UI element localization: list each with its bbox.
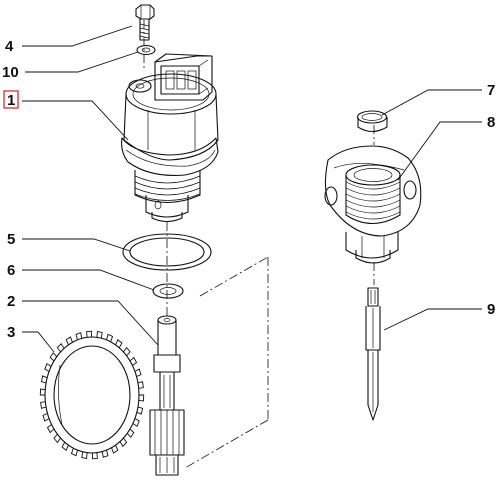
seal-cap-part-7[interactable] [356, 110, 388, 133]
callout-highlight-box [3, 90, 19, 109]
gear-tooth [56, 343, 65, 353]
leader-line-6 [22, 269, 155, 291]
o-ring-part-5[interactable] [122, 233, 212, 271]
leader-line-3 [22, 331, 55, 353]
speed-sensor-part-1[interactable] [121, 53, 219, 223]
gear-tooth [39, 388, 46, 396]
callout-label-7: 7 [487, 82, 495, 99]
leader-line-2 [22, 300, 159, 346]
adapter-housing-part-8[interactable] [324, 145, 422, 264]
callout-label-8: 8 [487, 114, 495, 131]
gear-tooth [126, 428, 135, 438]
gear-ring-part-3[interactable] [39, 330, 145, 460]
callout-label-4: 4 [5, 38, 14, 55]
leader-line-10 [25, 51, 139, 73]
pin-shaft-part-9[interactable] [365, 287, 381, 421]
gear-tooth [119, 437, 128, 447]
callout-2[interactable]: 2 [7, 293, 159, 346]
callout-7[interactable]: 7 [381, 82, 495, 116]
callout-9[interactable]: 9 [383, 301, 495, 331]
callout-label-9: 9 [487, 301, 495, 318]
gear-tooth [138, 394, 145, 402]
gear-tooth [137, 381, 144, 389]
callout-6[interactable]: 6 [7, 262, 155, 291]
leader-line-5 [22, 238, 131, 252]
shaft-part-2[interactable] [149, 315, 185, 476]
callout-5[interactable]: 5 [7, 231, 131, 252]
gear-tooth [92, 452, 98, 460]
callout-3[interactable]: 3 [7, 324, 55, 353]
callout-label-10: 10 [2, 64, 19, 81]
leader-line-8 [397, 121, 482, 181]
gear-tooth [53, 433, 61, 444]
callout-1[interactable]: 1 [3, 90, 129, 141]
leader-line-7 [381, 89, 482, 116]
leader-line-4 [22, 25, 133, 47]
washer-part-10[interactable] [136, 44, 156, 56]
callout-label-5: 5 [7, 231, 15, 248]
callout-label-3: 3 [7, 324, 15, 341]
bolt-part-4[interactable] [135, 4, 155, 41]
callout-8[interactable]: 8 [397, 114, 495, 181]
callout-4[interactable]: 4 [5, 25, 133, 55]
leader-line-1 [22, 100, 129, 141]
callout-label-1: 1 [7, 92, 15, 109]
gear-tooth [86, 330, 92, 338]
gear-tooth [40, 401, 47, 409]
gear-tooth [49, 352, 58, 362]
callout-label-2: 2 [7, 293, 15, 310]
callout-label-6: 6 [7, 262, 15, 279]
gear-tooth [75, 332, 83, 340]
leader-line-9 [383, 308, 482, 331]
gear-tooth [96, 331, 103, 339]
gear-tooth [101, 450, 109, 458]
gear-tooth [81, 451, 88, 459]
assembly-guide-lines [143, 20, 375, 469]
callout-10[interactable]: 10 [2, 51, 139, 81]
gear-tooth [123, 346, 131, 357]
seal-ring-part-6[interactable] [152, 283, 184, 299]
